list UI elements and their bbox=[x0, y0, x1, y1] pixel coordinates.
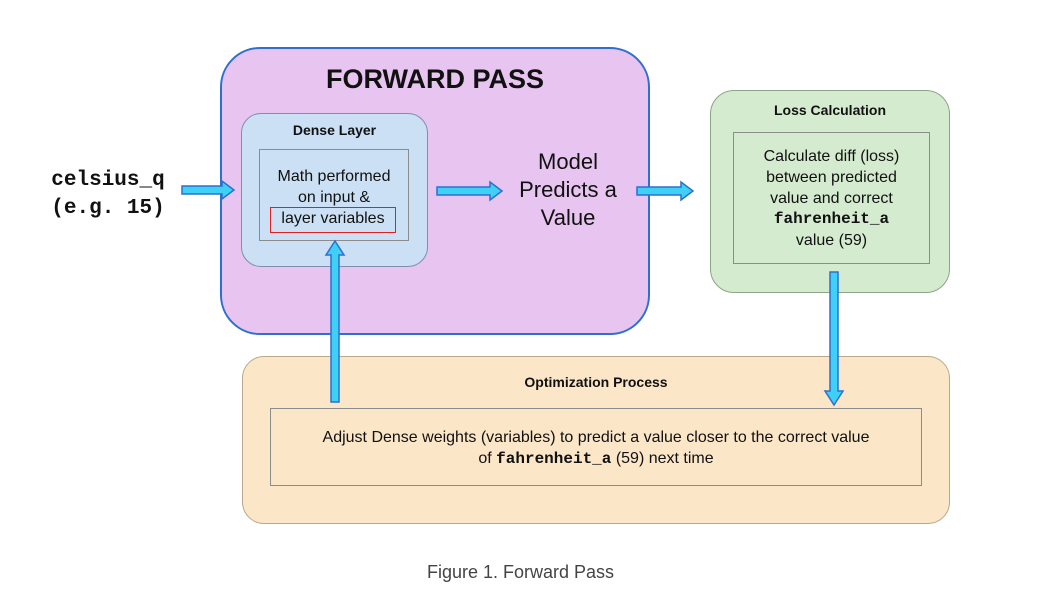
optimization-description: Adjust Dense weights (variables) to pred… bbox=[270, 427, 922, 470]
dense-layer-description: Math performed on input & bbox=[259, 166, 409, 208]
loss-calculation-inner-box bbox=[733, 132, 930, 264]
loss-code-fahrenheit: fahrenheit_a bbox=[773, 210, 890, 228]
dense-layer-title: Dense Layer bbox=[292, 122, 377, 138]
arrow-dense-to-predict bbox=[436, 180, 504, 202]
input-label-line1: celsius_q bbox=[51, 169, 165, 192]
dense-layer-text-line2: on input & bbox=[297, 189, 371, 206]
input-label-line2: (e.g. 15) bbox=[51, 197, 165, 220]
optimization-inner-box bbox=[270, 408, 922, 486]
model-predicts-line3: Value bbox=[540, 205, 596, 230]
optimization-line2-suffix: (59) next time bbox=[611, 450, 714, 467]
model-predicts-line2: Predicts a bbox=[519, 177, 617, 202]
optimization-line1: Adjust Dense weights (variables) to pred… bbox=[322, 429, 870, 446]
model-predicts-label: Model Predicts a Value bbox=[500, 148, 636, 232]
figure-caption: Figure 1. Forward Pass bbox=[426, 562, 615, 582]
arrow-optimization-to-dense bbox=[324, 239, 346, 403]
dense-layer-inner-box bbox=[259, 149, 409, 241]
arrow-predict-to-loss bbox=[636, 180, 695, 202]
loss-line5: value (59) bbox=[795, 232, 868, 249]
input-label: celsius_q (e.g. 15) bbox=[28, 167, 188, 223]
model-predicts-line1: Model bbox=[538, 149, 598, 174]
optimization-process-title: Optimization Process bbox=[524, 374, 668, 390]
dense-layer-text-line1: Math performed bbox=[277, 168, 391, 185]
arrow-input-to-dense bbox=[181, 179, 236, 201]
loss-line3: value and correct bbox=[770, 190, 893, 207]
loss-line2: between predicted bbox=[766, 169, 897, 186]
loss-calculation-box bbox=[710, 90, 950, 293]
arrow-loss-to-optimization bbox=[823, 271, 845, 407]
loss-line1: Calculate diff (loss) bbox=[763, 148, 900, 165]
optimization-line2-prefix: of bbox=[478, 450, 497, 467]
forward-pass-title: FORWARD PASS bbox=[325, 64, 545, 94]
optimization-line2: of fahrenheit_a (59) next time bbox=[270, 448, 922, 470]
layer-variables-highlight: layer variables bbox=[270, 207, 396, 233]
loss-calculation-description: Calculate diff (loss) between predicted … bbox=[733, 146, 930, 251]
optimization-code-fahrenheit: fahrenheit_a bbox=[496, 450, 612, 468]
loss-calculation-title: Loss Calculation bbox=[773, 102, 887, 118]
